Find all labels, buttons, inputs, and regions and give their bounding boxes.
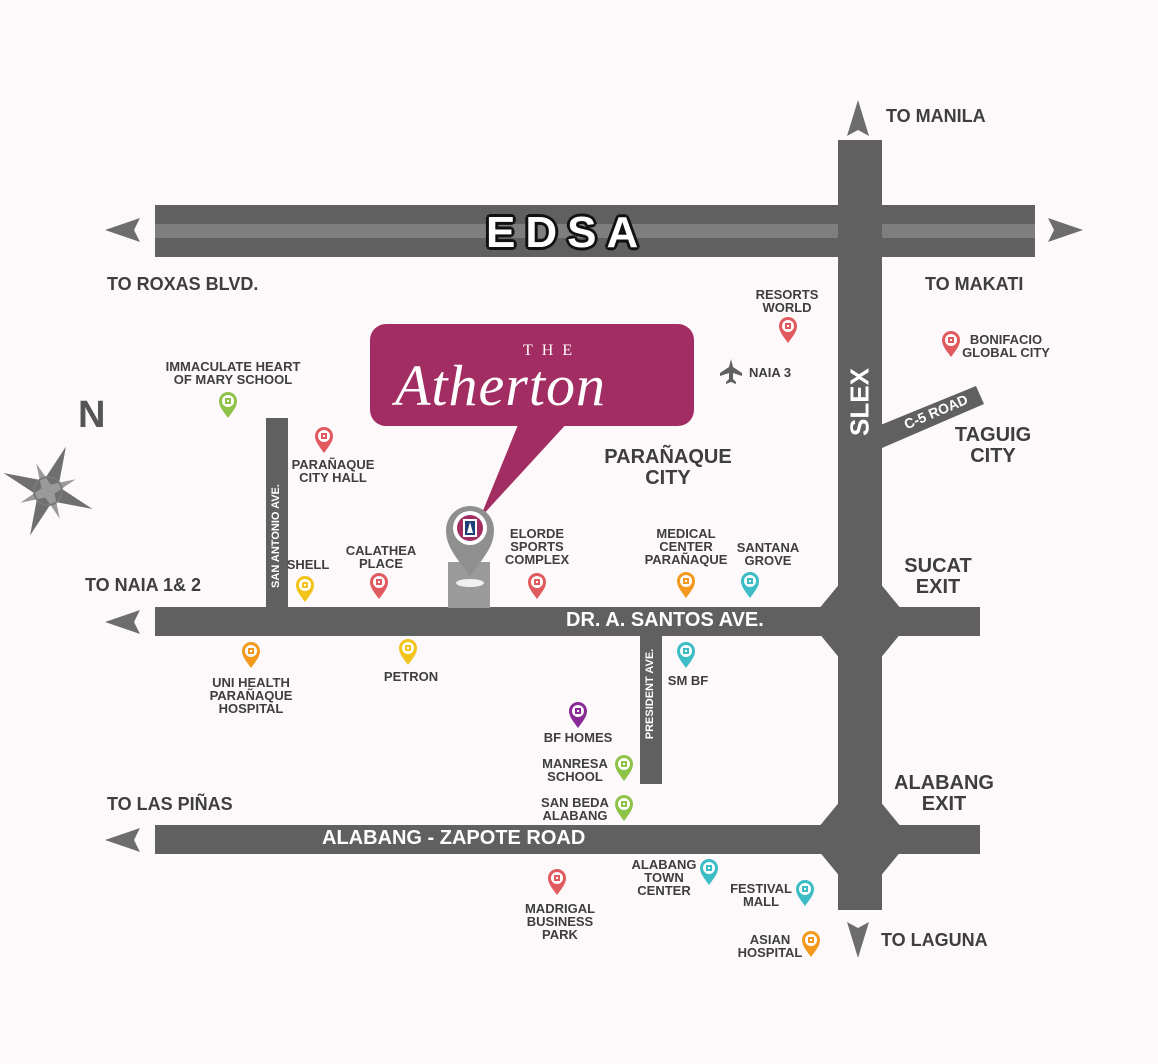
uni-health-pin-icon	[241, 641, 261, 669]
atherton-callout	[370, 324, 694, 426]
madrigal-pin-icon	[547, 868, 567, 896]
asian-hospital-pin-icon	[801, 930, 821, 958]
compass-rose-icon	[3, 446, 93, 536]
san-antonio-label: SAN ANTONIO AVE.	[270, 484, 283, 588]
san-antonio-road	[266, 418, 288, 608]
shell-label: SHELL	[286, 557, 330, 572]
alabang-interchange	[808, 776, 912, 902]
san-beda-pin-icon	[614, 794, 634, 822]
uni-health-label: UNI HEALTH PARAÑAQUE HOSPITAL	[209, 675, 293, 716]
elorde-label: ELORDE SPORTS COMPLEX	[504, 526, 570, 567]
bgc-label: BONIFACIO GLOBAL CITY	[962, 332, 1050, 360]
festival-mall-label: FESTIVAL MALL	[730, 881, 792, 909]
arrow-north-icon	[847, 100, 869, 136]
medical-center-label: MEDICAL CENTER PARAÑAQUE	[644, 526, 728, 567]
festival-mall-pin-icon	[795, 879, 815, 907]
sucat-exit-label: SUCAT EXIT	[904, 555, 972, 598]
atherton-location-pin-icon	[446, 506, 494, 587]
slex-label: SLEX	[844, 368, 875, 436]
brand-prefix: THE	[523, 342, 582, 359]
to-makati-label: TO MAKATI	[925, 274, 1024, 294]
san-beda-label: SAN BEDA ALABANG	[541, 795, 609, 823]
bgc-pin-icon	[941, 330, 961, 358]
manresa-label: MANRESA SCHOOL	[542, 756, 608, 784]
to-manila-label: TO MANILA	[886, 106, 986, 126]
edsa-stripe	[155, 224, 1035, 238]
sm-bf-pin-icon	[676, 641, 696, 669]
to-las-pinas-label: TO LAS PIÑAS	[107, 794, 233, 814]
to-laguna-label: TO LAGUNA	[881, 930, 988, 950]
santana-label: SANTANA GROVE	[736, 540, 800, 568]
president-label: PRESIDENT AVE.	[644, 648, 657, 740]
zapote-road	[155, 825, 980, 854]
resorts-world-pin-icon	[778, 316, 798, 344]
edsa-label: EDSA	[486, 208, 649, 257]
santana-pin-icon	[740, 571, 760, 599]
arrow-east-edsa-icon	[1048, 218, 1083, 242]
resorts-world-label: RESORTS WORLD	[755, 287, 819, 315]
immaculate-label: IMMACULATE HEART OF MARY SCHOOL	[165, 359, 301, 387]
arrow-south-icon	[847, 922, 869, 958]
bf-homes-pin-icon	[568, 701, 588, 729]
to-roxas-label: TO ROXAS BLVD.	[107, 274, 259, 294]
petron-label: PETRON	[383, 669, 439, 684]
naia3-label: NAIA 3	[749, 365, 792, 380]
calathea-pin-icon	[369, 572, 389, 600]
north-label: N	[78, 394, 106, 436]
immaculate-pin-icon	[218, 391, 238, 419]
city-hall-label: PARAÑAQUE CITY HALL	[291, 457, 375, 485]
paranaque-city-label: PARAÑAQUE CITY	[604, 446, 732, 489]
manresa-pin-icon	[614, 754, 634, 782]
callout-tail	[480, 420, 570, 518]
alabang-town-center-label: ALABANG TOWN CENTER	[631, 857, 697, 898]
alabang-exit-label: ALABANG EXIT	[894, 772, 994, 815]
president-road	[640, 636, 662, 784]
calathea-label: CALATHEA PLACE	[345, 543, 417, 571]
airplane-icon	[720, 359, 742, 384]
c5-road	[878, 386, 984, 448]
bf-homes-label: BF HOMES	[543, 730, 613, 745]
santos-label: DR. A. SANTOS AVE.	[566, 609, 764, 631]
taguig-city-label: TAGUIG CITY	[954, 424, 1032, 467]
city-hall-pin-icon	[314, 426, 334, 454]
madrigal-label: MADRIGAL BUSINESS PARK	[524, 901, 596, 942]
sucat-interchange	[808, 558, 912, 684]
petron-pin-icon	[398, 638, 418, 666]
sm-bf-label: SM BF	[667, 673, 709, 688]
shell-pin-icon	[295, 575, 315, 603]
zapote-label: ALABANG - ZAPOTE ROAD	[322, 827, 586, 849]
to-naia12-label: TO NAIA 1& 2	[85, 575, 202, 595]
elorde-pin-icon	[527, 572, 547, 600]
arrow-west-zapote-icon	[105, 828, 140, 852]
arrow-west-santos-icon	[105, 610, 140, 634]
arrow-west-edsa-icon	[105, 218, 140, 242]
brand-name: Atherton	[395, 353, 606, 418]
alabang-town-center-pin-icon	[699, 858, 719, 886]
asian-hospital-label: ASIAN HOSPITAL	[737, 932, 803, 960]
medical-center-pin-icon	[676, 571, 696, 599]
santos-road	[155, 607, 980, 636]
